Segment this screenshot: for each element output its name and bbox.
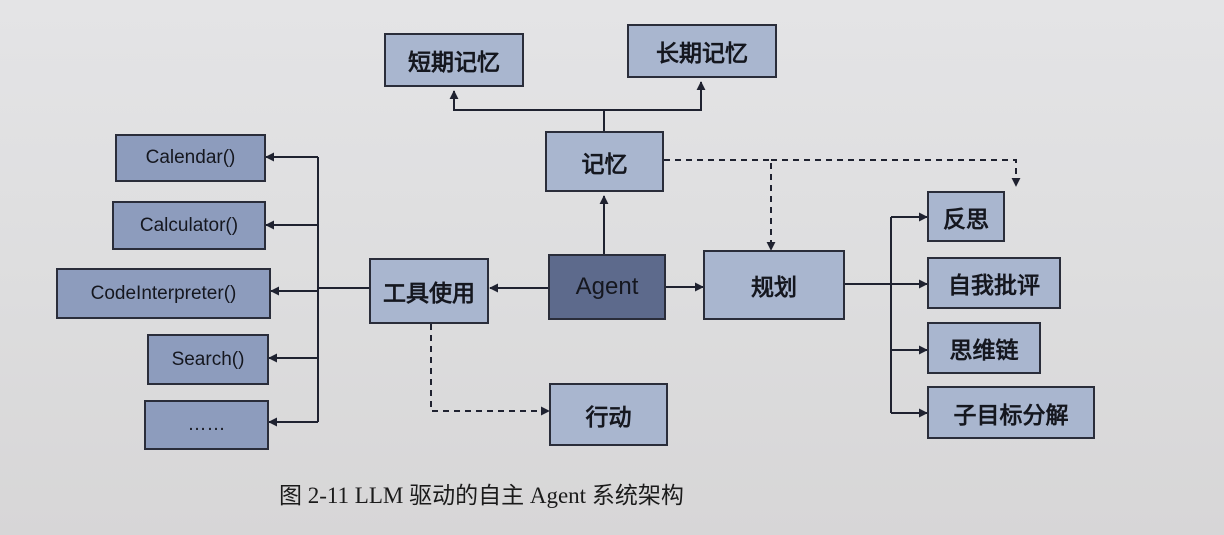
action-box: 行动: [549, 383, 668, 446]
tool-use-label: 工具使用: [383, 281, 475, 307]
tool-more-label: ……: [187, 414, 226, 435]
planning-label: 规划: [751, 275, 797, 301]
memory-to-reflection-dashed-tip: [1011, 177, 1021, 187]
tool-use-box: 工具使用: [369, 258, 489, 324]
subgoal-decomposition-box: 子目标分解: [927, 386, 1095, 439]
memory-to-short-term-arrow: [449, 90, 605, 131]
tool-search-box: Search(): [147, 334, 269, 385]
agent-box: Agent: [548, 254, 666, 320]
memory-label: 记忆: [581, 151, 628, 178]
tool-codeinterpreter-label: CodeInterpreter(): [90, 282, 237, 304]
reflection-label: 反思: [943, 206, 989, 233]
tool-codeinterpreter-box: CodeInterpreter(): [56, 268, 271, 319]
long-term-memory-label: 长期记忆: [656, 41, 748, 67]
chain-of-thought-label: 思维链: [949, 338, 1019, 364]
planning-box: 规划: [703, 250, 845, 320]
long-term-memory-box: 长期记忆: [627, 24, 777, 78]
memory-to-long-term-arrow: [604, 81, 706, 111]
self-critique-box: 自我批评: [927, 257, 1061, 309]
tool-search-label: Search(): [171, 348, 245, 370]
agent-label: Agent: [575, 273, 639, 300]
memory-box: 记忆: [545, 131, 664, 192]
chain-of-thought-box: 思维链: [927, 322, 1041, 374]
action-label: 行动: [585, 404, 632, 431]
subgoal-decomposition-label: 子目标分解: [953, 402, 1069, 429]
short-term-memory-label: 短期记忆: [408, 50, 500, 76]
figure-caption: 图 2-11 LLM 驱动的自主 Agent 系统架构: [279, 483, 684, 508]
tool-calculator-box: Calculator(): [112, 201, 266, 250]
memory-to-planning-dashed-arrow: [664, 159, 776, 251]
tool-calculator-label: Calculator(): [139, 214, 239, 236]
tool-use-to-action-dashed-arrow: [430, 324, 550, 416]
tool-calendar-box: Calendar(): [115, 134, 266, 182]
short-term-memory-box: 短期记忆: [384, 33, 524, 87]
self-critique-label: 自我批评: [948, 273, 1040, 299]
tool-calendar-label: Calendar(): [145, 147, 236, 168]
tool-more-box: ……: [144, 400, 269, 450]
memory-to-reflection-dashed-arrow: [771, 159, 1017, 181]
reflection-box: 反思: [927, 191, 1005, 242]
